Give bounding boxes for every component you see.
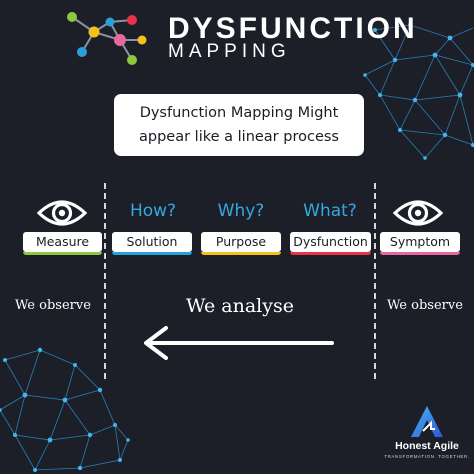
left-caption: We observe (15, 298, 91, 313)
pill-dysfunction-label: Dysfunction (293, 234, 368, 249)
page-title: DYSFUNCTION (168, 12, 418, 45)
pill-measure: Measure (23, 232, 102, 255)
callout-box: Dysfunction Mapping Might appear like a … (114, 94, 364, 156)
callout-line-2: appear like a linear process (139, 129, 339, 145)
question-what: What? (303, 201, 357, 221)
pill-solution-label: Solution (126, 234, 178, 249)
pill-symptom: Symptom (380, 232, 460, 255)
question-how: How? (129, 201, 177, 221)
pill-solution-bar (112, 252, 192, 255)
pill-dysfunction-bar (290, 252, 371, 255)
pill-solution: Solution (112, 232, 192, 255)
right-caption: We observe (387, 298, 463, 313)
pill-measure-label: Measure (35, 234, 90, 249)
pill-symptom-bar (380, 252, 460, 255)
page-subtitle: MAPPING (168, 41, 291, 62)
eye-icon (393, 200, 443, 226)
pill-purpose: Purpose (201, 232, 281, 255)
pill-purpose-bar (201, 252, 281, 255)
separator-right (374, 183, 376, 379)
brand-name: Honest Agile (395, 440, 459, 452)
pill-measure-bar (23, 252, 102, 255)
question-why: Why? (217, 201, 265, 221)
pill-dysfunction: Dysfunction (290, 232, 371, 255)
network-mesh-top-right (363, 23, 474, 160)
pill-purpose-label: Purpose (215, 234, 267, 249)
honest-agile-logo-icon (411, 406, 443, 437)
network-logo-icon (67, 12, 147, 65)
callout-line-1: Dysfunction Mapping Might (139, 105, 339, 121)
center-caption: We analyse (186, 295, 294, 317)
eye-icon (37, 200, 87, 226)
separator-left (104, 183, 106, 379)
network-mesh-bottom-left (0, 347, 130, 472)
pill-symptom-label: Symptom (389, 234, 451, 249)
brand-tagline: TRANSFORMATION. TOGETHER. (384, 454, 470, 459)
arrow-left-icon (144, 326, 334, 360)
